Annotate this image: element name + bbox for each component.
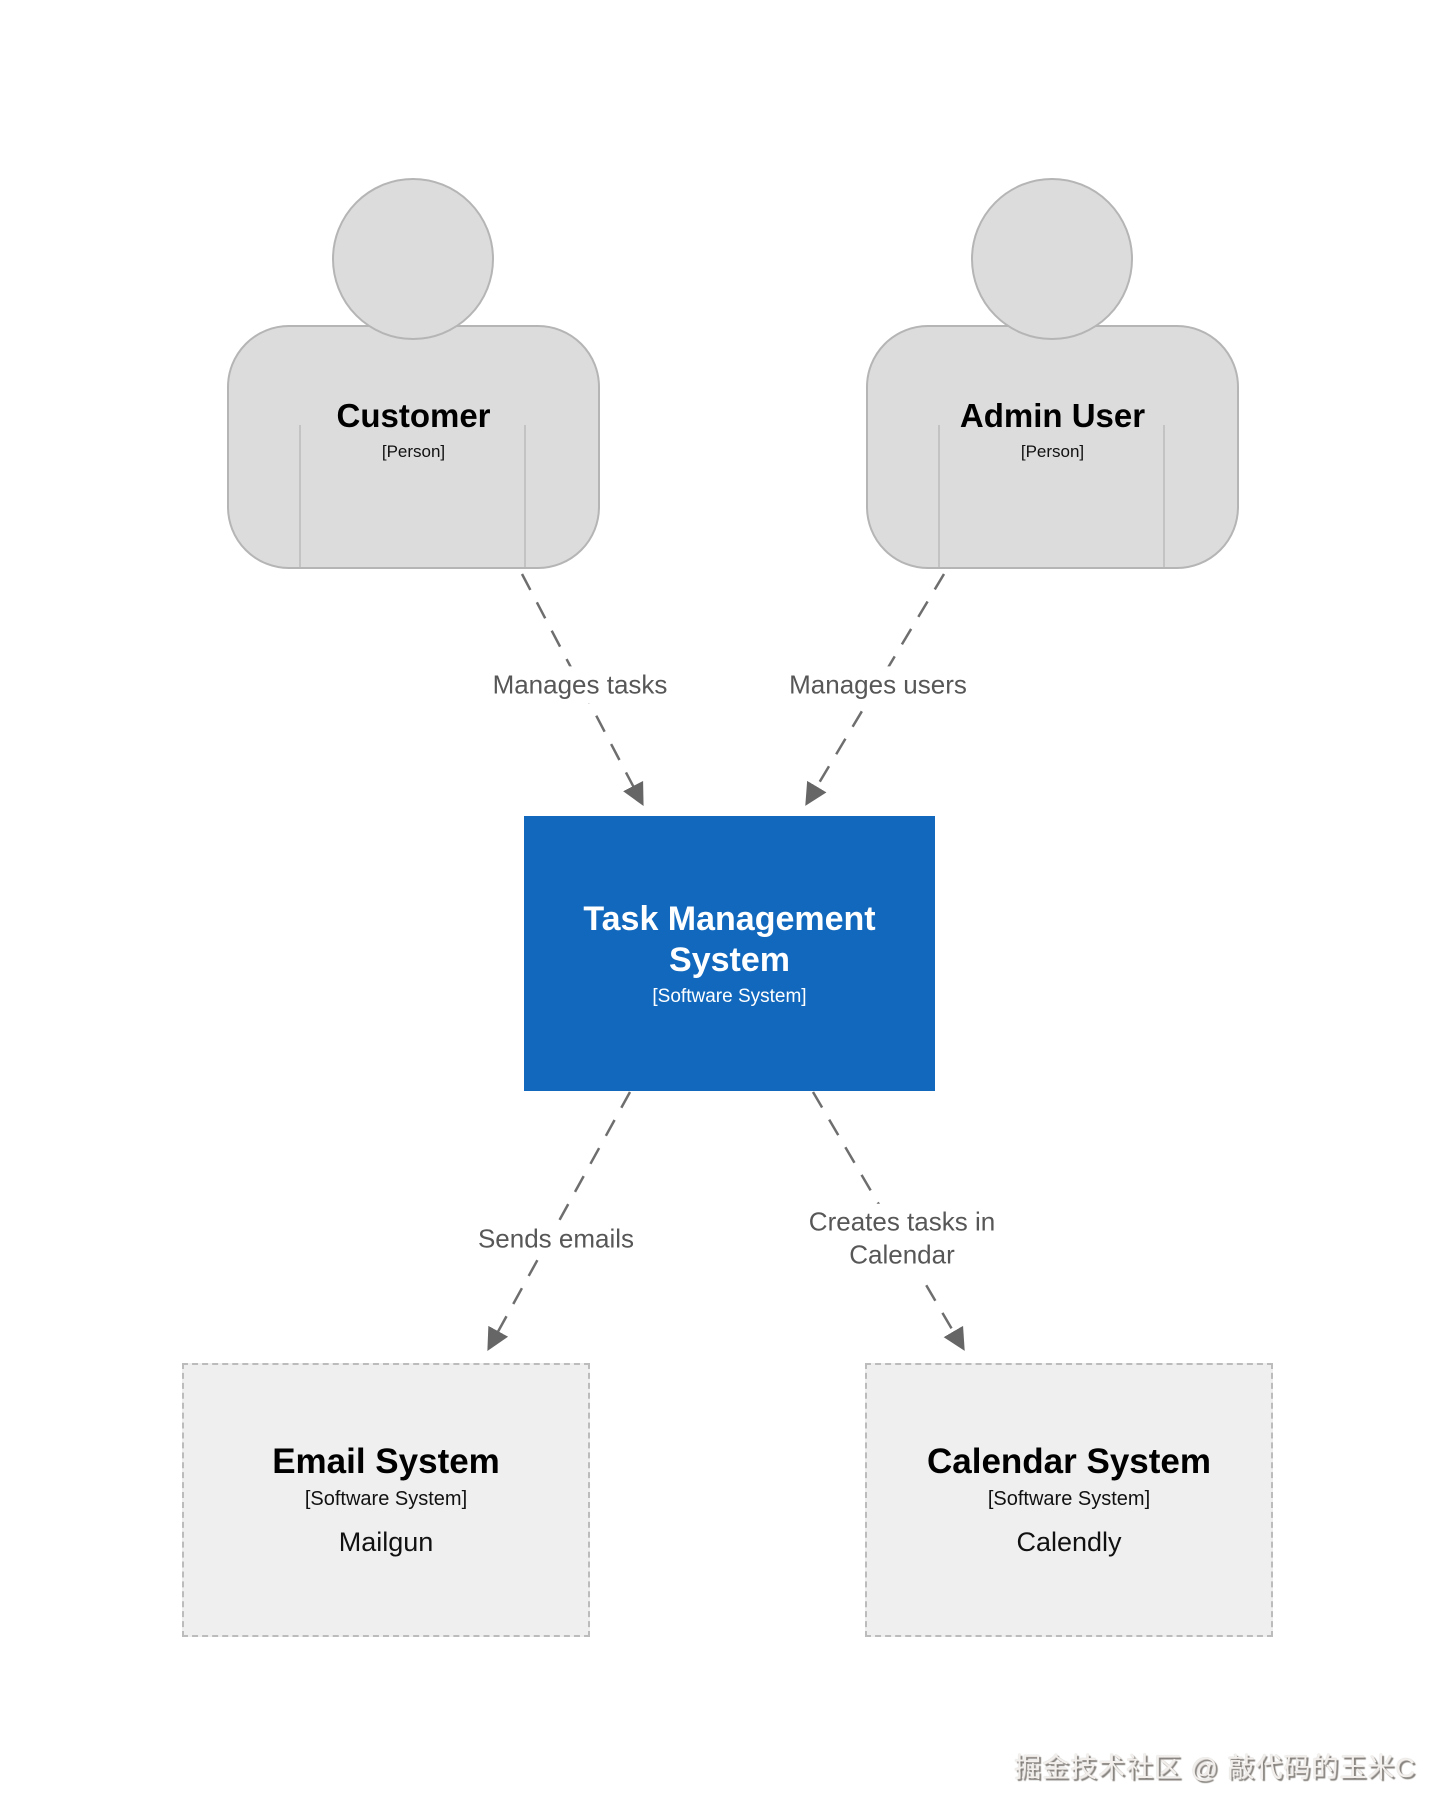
system-email: Email System [Software System] Mailgun xyxy=(182,1363,590,1637)
person-arm-line xyxy=(299,425,301,567)
system-task-management: Task Management System [Software System] xyxy=(524,816,935,1091)
relationship-label-sends-emails: Sends emails xyxy=(469,1220,643,1258)
person-label-block: Admin User [Person] xyxy=(866,397,1239,462)
system-type-label: [Software System] xyxy=(304,1487,468,1510)
system-technology: Calendly xyxy=(1016,1526,1122,1557)
system-calendar: Calendar System [Software System] Calend… xyxy=(865,1363,1273,1637)
system-name: Task Management System xyxy=(583,899,876,979)
arrow-tms-to-email xyxy=(487,1091,632,1351)
person-label-block: Customer [Person] xyxy=(227,397,600,462)
person-head-icon xyxy=(332,178,494,340)
person-arm-line xyxy=(1163,425,1165,567)
person-arm-line xyxy=(524,425,526,567)
relationship-label-manages-tasks: Manages tasks xyxy=(484,666,676,704)
system-type-label: [Software System] xyxy=(652,986,807,1008)
person-head-icon xyxy=(971,178,1133,340)
system-name: Email System xyxy=(272,1442,500,1482)
person-body xyxy=(866,325,1239,569)
person-arm-line xyxy=(938,425,940,567)
person-body xyxy=(227,325,600,569)
watermark-text: 掘金技术社区 @ 敲代码的玉米C xyxy=(1014,1753,1416,1783)
person-name: Customer xyxy=(336,397,491,434)
relationship-label-manages-users: Manages users xyxy=(781,666,975,704)
person-type-label: [Person] xyxy=(381,441,446,461)
person-type-label: [Person] xyxy=(1020,441,1085,461)
relationship-label-creates-tasks: Creates tasks in Calendar xyxy=(784,1203,1020,1275)
person-name: Admin User xyxy=(959,397,1146,434)
system-technology: Mailgun xyxy=(338,1526,434,1557)
system-name: Calendar System xyxy=(926,1442,1212,1482)
arrow-tms-to-calendar xyxy=(811,1091,965,1351)
system-type-label: [Software System] xyxy=(987,1487,1151,1510)
